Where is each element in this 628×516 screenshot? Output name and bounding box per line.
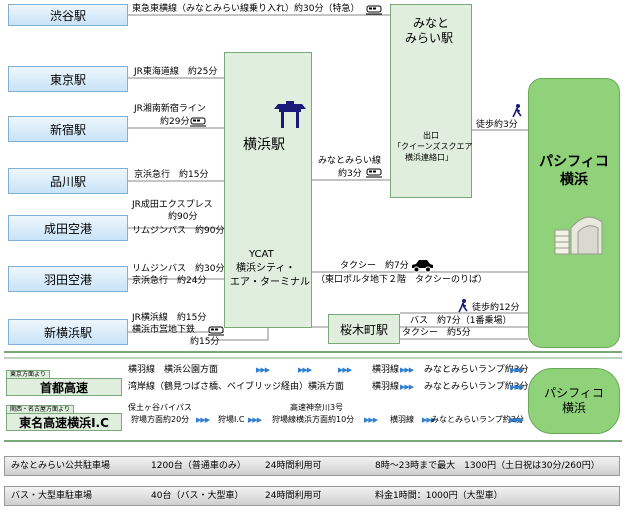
route-narita-2: 約90分 [168,212,198,222]
route-shibuya: 東急東横線（みなとみらい線乗り入れ）約30分（特急） [132,4,360,14]
origin-tokyo: 東京駅 [8,66,128,92]
train-icon [366,5,382,15]
parking-capacity: 40台（バス・大型車） [151,491,244,501]
origin-shinyokohama: 新横浜駅 [8,319,128,345]
route-shinyokohama-1: JR横浜線 約15分 [132,313,207,323]
route-tokyo: JR東海道線 約25分 [134,67,218,77]
train-icon [208,326,224,336]
origin-narita: 成田空港 [8,215,128,241]
car-icon [412,260,433,273]
arrow-icon: ▶▶▶ [400,366,414,374]
pacifico-label-1: パシフィコ [539,154,609,170]
arrow-icon: ▶▶▶ [364,416,378,424]
origin-haneda: 羽田空港 [8,266,128,292]
building-icon [554,216,603,255]
arrow-icon: ▶▶▶ [248,416,262,424]
parking-hours: 24時間利用可 [265,491,322,501]
yokohama-station-label: 横浜駅 [243,137,285,153]
minatomirai-exit-1: 出口 [423,131,439,140]
route-yokohama-minatomirai-2: 約3分 [338,169,362,179]
highway-shuto: 首都高速 [6,378,122,396]
route-minatomirai-walk: 徒歩約3分 [476,120,518,130]
shuto-route2-c: みなとみらいランプ約3分 [424,382,529,392]
ycat-label-2: 横浜シティ・ [236,263,296,274]
shuto-route2-a: 湾岸線（鶴見つばさ橋、ベイブリッジ経由）横浜方面 [128,382,345,392]
route-sakuragicho-walk: 徒歩約12分 [472,303,520,313]
route-sakuragicho-bus: バス 約7分（1番乗場） [410,316,512,326]
tomei-c2: 狩場線横浜方面約10分 [272,415,355,424]
parking-name: みなとみらい公共駐車場 [11,461,111,471]
tomei-c1: 高速神奈川3号 [290,403,344,412]
route-narita-3: リムジンバス 約90分 [132,226,225,236]
destination-pacifico-highway: パシフィコ 横浜 [528,368,620,434]
minatomirai-label-1: みなと [413,16,450,30]
arrow-icon: ▶▶▶ [256,366,270,374]
route-taxi-1: タクシー 約7分 [340,261,409,271]
tomei-a2: 狩場方面約20分 [131,415,190,424]
route-shinagawa: 京浜急行 約15分 [134,170,209,180]
parking-hours: 24時間利用可 [265,461,322,471]
pacifico-label-2: 横浜 [560,172,588,188]
parking-row: みなとみらい公共駐車場 1200台（普通車のみ） 24時間利用可 8時〜23時ま… [4,456,620,476]
origin-shibuya: 渋谷駅 [8,4,128,26]
tomei-b: 狩場I.C [218,415,245,424]
hub-minatomirai [390,4,472,198]
tomei-d: 横羽線 [390,415,414,424]
pacifico2-label-2: 横浜 [561,401,586,415]
train-icon [190,117,206,127]
arrow-icon: ▶▶▶ [196,416,210,424]
highway-tomei: 東名高速横浜I.C [6,413,122,431]
walking-person-icon [512,104,522,118]
minatomirai-exit-3: 横浜連絡口」 [405,153,453,162]
shuto-route1-b: 横羽線 [372,365,400,375]
route-shinyokohama-3: 約15分 [190,337,220,347]
parking-capacity: 1200台（普通車のみ） [151,461,246,471]
ycat-label-3: エア・ターミナル [230,277,310,288]
parking-name: バス・大型車駐車場 [11,491,93,501]
pagoda-icon [274,101,306,128]
parking-row: バス・大型車駐車場 40台（バス・大型車） 24時間利用可 料金1時間：1000… [4,486,620,506]
route-yokohama-minatomirai-1: みなとみらい線 [318,156,382,166]
destination-pacifico: パシフィコ 横浜 [528,78,620,348]
shuto-route1-c: みなとみらいランプ約3分 [424,365,529,375]
arrow-icon: ▶▶▶ [298,366,312,374]
arrow-icon: ▶▶▶ [510,366,524,374]
hub-yokohama [224,52,312,328]
ycat-label-1: YCAT [249,249,274,260]
origin-shinjuku: 新宿駅 [8,116,128,142]
parking-fee: 8時〜23時まで最大 1300円（土日祝は30分/260円） [375,461,600,471]
arrow-icon: ▶▶▶ [338,366,352,374]
arrow-icon: ▶▶▶ [510,383,524,391]
route-haneda-2: 京浜急行 約24分 [132,276,207,286]
origin-shinagawa: 品川駅 [8,168,128,194]
pacifico2-label-1: パシフィコ [544,386,604,400]
arrow-icon: ▶▶▶ [510,416,524,424]
shuto-route2-b: 横羽線 [372,382,400,392]
tomei-e: みなとみらいランプ約3分 [431,415,524,424]
route-narita-1: JR成田エクスプレス [132,200,213,210]
route-shinjuku-2: 約29分 [160,117,190,127]
parking-fee: 料金1時間：1000円（大型車） [375,491,503,501]
route-taxi-2: （東口ポルタ地下２階 タクシーのりば） [316,275,488,285]
minatomirai-exit-2: 「クイーンズスクエア [393,142,473,151]
arrow-icon: ▶▶▶ [422,416,436,424]
shuto-route1-a: 横羽線 横浜公園方面 [128,365,219,375]
route-shinjuku-1: JR湘南新宿ライン [134,104,206,114]
arrow-icon: ▶▶▶ [400,383,414,391]
route-shinyokohama-2: 横浜市営地下鉄 [132,325,196,335]
hub-sakuragicho: 桜木町駅 [328,314,400,344]
tomei-a1: 保土ヶ谷バイパス [128,403,192,412]
route-sakuragicho-taxi: タクシー 約5分 [402,328,471,338]
walking-person-icon [458,299,468,313]
minatomirai-label-2: みらい駅 [405,31,454,45]
route-haneda-1: リムジンバス 約30分 [132,264,225,274]
train-icon [366,168,382,178]
